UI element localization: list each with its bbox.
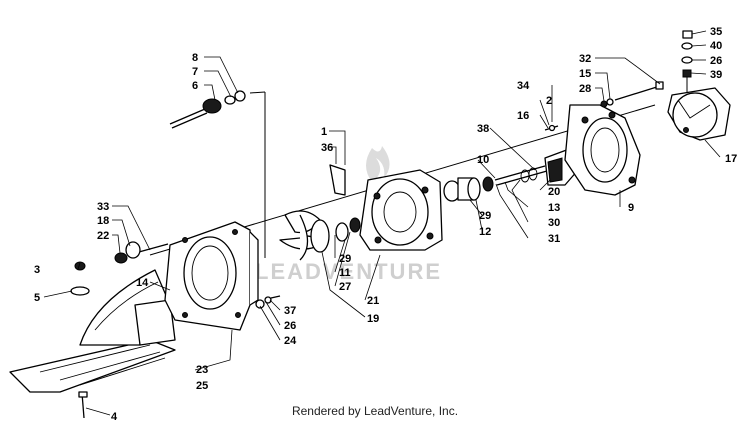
callout-29b: 29	[479, 210, 491, 222]
watermark-logo: LEADVENTURE	[255, 146, 442, 284]
callout-2: 2	[546, 95, 552, 107]
callout-13: 13	[548, 202, 560, 214]
callout-5: 5	[34, 292, 40, 304]
callout-22: 22	[97, 230, 109, 242]
callout-9: 9	[628, 202, 634, 214]
callout-20: 20	[548, 186, 560, 198]
callout-10: 10	[477, 154, 489, 166]
callout-1: 1	[321, 126, 327, 138]
watermark-text: LEADVENTURE	[255, 259, 442, 284]
callout-8: 8	[192, 52, 198, 64]
callout-18: 18	[97, 215, 109, 227]
fasteners-upper	[544, 124, 559, 132]
callout-15: 15	[579, 68, 591, 80]
callout-39: 39	[710, 69, 722, 81]
callout-6: 6	[192, 80, 198, 92]
callout-25: 25	[196, 380, 208, 392]
fastener-stack-right	[681, 30, 693, 92]
callout-24: 24	[284, 335, 297, 347]
drive-shaft	[494, 165, 548, 186]
cable-assembly	[169, 90, 246, 129]
callout-21: 21	[367, 295, 379, 307]
callout-32: 32	[579, 53, 591, 65]
callout-16: 16	[517, 110, 529, 122]
callout-38: 38	[477, 123, 489, 135]
callout-17: 17	[725, 153, 737, 165]
callout-34: 34	[517, 80, 530, 92]
spacer-rings	[335, 217, 361, 242]
callout-29a: 29	[339, 253, 351, 265]
callout-26-right: 26	[710, 55, 722, 67]
callout-36: 36	[321, 142, 333, 154]
steering-nozzle	[667, 87, 731, 141]
bolt-assembly-left	[114, 241, 169, 264]
callout-28: 28	[579, 83, 591, 95]
long-bolt	[600, 81, 664, 108]
callout-14: 14	[136, 277, 149, 289]
washer-left	[70, 261, 90, 296]
footer-credit: Rendered by LeadVenture, Inc.	[291, 404, 459, 418]
callout-4: 4	[111, 411, 118, 423]
leader-lines	[43, 30, 721, 416]
callout-33: 33	[97, 201, 109, 213]
callout-12: 12	[479, 226, 491, 238]
callout-3: 3	[34, 264, 40, 276]
bearings	[443, 176, 494, 202]
callout-40: 40	[710, 40, 722, 52]
fasteners-center	[255, 295, 281, 309]
callout-27: 27	[339, 281, 351, 293]
callout-31: 31	[548, 233, 560, 245]
callout-35: 35	[710, 26, 722, 38]
pump-housing	[329, 164, 443, 251]
callout-30: 30	[548, 217, 560, 229]
venturi-housing	[564, 104, 641, 196]
callout-7: 7	[192, 66, 198, 78]
callout-37: 37	[284, 305, 296, 317]
callout-26: 26	[284, 320, 296, 332]
callout-19: 19	[367, 313, 379, 325]
callout-23: 23	[196, 364, 208, 376]
impeller	[279, 210, 330, 261]
adapter-plate	[164, 221, 259, 331]
callout-11: 11	[339, 267, 351, 279]
callout-labels: 1 2 3 4 5 6 7 8 9 10 11 12 13 14 15 16 1…	[34, 26, 737, 423]
ride-plate	[9, 269, 176, 419]
